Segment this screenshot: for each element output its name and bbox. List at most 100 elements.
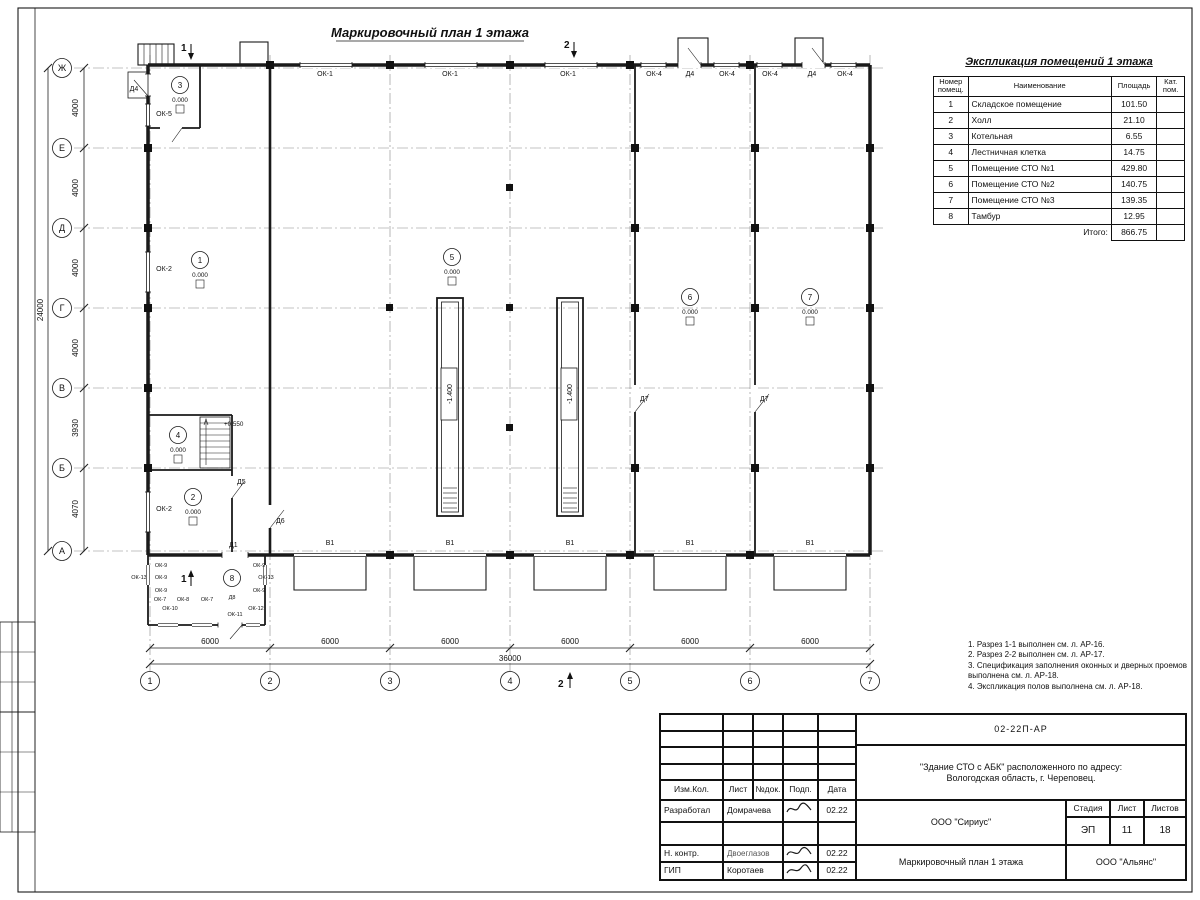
name-ncontrol: Двоеглазов (723, 845, 783, 862)
window-label: ОК-4 (762, 71, 778, 78)
door-label: Д1 (229, 542, 238, 549)
window-label: ОК-12 (248, 606, 263, 612)
axis-col-label: 7 (867, 676, 872, 686)
schedule-total-label: Итого: (933, 223, 1112, 240)
room-elevation: 0.000 (185, 509, 201, 516)
col-header-list: Лист (723, 780, 753, 800)
schedule-header-name: Наименование (967, 76, 1112, 97)
room-num: 5 (933, 159, 969, 177)
room-elevation: 0.000 (444, 269, 460, 276)
schedule-total-value: 866.75 (1110, 223, 1158, 241)
section-mark-2: 2 (558, 679, 564, 690)
room-num: 2 (933, 111, 969, 129)
bottom-dimensions: 6000 6000 6000 6000 6000 6000 36000 (145, 637, 875, 669)
signature-ncontrol (783, 845, 818, 862)
room-cat (1156, 111, 1185, 129)
room-elevation: 0.000 (192, 272, 208, 279)
schedule-total-row: Итого: 866.75 (933, 223, 1185, 241)
room-elevation: 0.000 (172, 97, 188, 104)
room-cat (1156, 127, 1185, 145)
date-developer: 02.22 (818, 800, 856, 822)
note-item: 2. Разрез 2-2 выполнен см. л. АР-17. (968, 650, 1105, 660)
schedule-header-area: Площадь (1110, 76, 1158, 97)
axis-col-label: 6 (747, 676, 752, 686)
door-label: Д4 (808, 71, 817, 78)
dim-total-label: 36000 (499, 654, 522, 663)
room-cat (1156, 95, 1185, 113)
door-label: Д7 (760, 396, 769, 403)
window-label: ОК-4 (719, 71, 735, 78)
pit-elevation-label: -1.400 (447, 384, 454, 404)
sheet-value: 11 (1110, 817, 1144, 845)
grid-axes (55, 55, 885, 672)
schedule-header-num: Номер помещ. (933, 76, 969, 97)
room-number: 5 (450, 253, 455, 262)
room-name: Лестничная клетка (967, 143, 1112, 161)
schedule-header-cat: Кат. пом. (1156, 76, 1185, 97)
room-area: 6.55 (1110, 127, 1158, 145)
signature-icon (786, 864, 812, 874)
window-label: ОК-7 (201, 597, 213, 603)
room-number: 3 (178, 81, 183, 90)
room-elevation: 0.000 (802, 309, 818, 316)
dim-label: 4000 (71, 99, 80, 117)
section-mark-2: 2 (564, 40, 570, 51)
title-block: Изм.Кол. Лист №док. Подп. Дата Разработа… (659, 713, 1187, 881)
room-area: 140.75 (1110, 175, 1158, 193)
titleblock-revision-grid (660, 714, 856, 780)
date-ncontrol: 02.22 (818, 845, 856, 862)
wall-openings (127, 47, 857, 640)
note-item: 4. Экспликация полов выполнена см. л. АР… (968, 681, 1143, 691)
room-name: Тамбур (967, 207, 1112, 225)
dim-label: 3930 (71, 419, 80, 437)
signature-developer (783, 800, 818, 822)
role-developer: Разработал (660, 800, 723, 822)
dim-label: 6000 (801, 637, 819, 646)
axis-row-label: Г (60, 303, 65, 313)
signature-gip (783, 862, 818, 880)
room-num: 8 (933, 207, 969, 225)
pit-elevation-label: -1.400 (567, 384, 574, 404)
window-label: ОК-4 (837, 71, 853, 78)
drawing-title: Маркировочный план 1 этажа (856, 845, 1066, 880)
org-alyans: ООО "Альянс" (1066, 845, 1186, 880)
window-label: ОК-9 (253, 563, 265, 569)
axis-col-label: 3 (387, 676, 392, 686)
window-label: ОК-2 (156, 506, 172, 513)
axis-col-label: 1 (147, 676, 152, 686)
dim-label: 4000 (71, 259, 80, 277)
dim-label: 4000 (71, 339, 80, 357)
room-number: 4 (176, 431, 181, 440)
date-gip: 02.22 (818, 862, 856, 880)
staircase (199, 416, 231, 469)
room-cat (1156, 159, 1185, 177)
walls (146, 63, 872, 626)
room-elevation: 0.000 (170, 447, 186, 454)
door-label: Д6 (276, 518, 285, 525)
sheet-header: Лист (1110, 800, 1144, 817)
name-developer: Домрачева (723, 800, 783, 822)
signature-icon (786, 802, 812, 813)
stair-elevation-label: +0.550 (224, 421, 244, 428)
window-label: ОК-7 (154, 597, 166, 603)
room-num: 7 (933, 191, 969, 209)
room-area: 101.50 (1110, 95, 1158, 113)
empty-row-cell (783, 822, 818, 845)
dim-label: 4070 (71, 500, 80, 518)
section-mark-1: 1 (181, 574, 187, 585)
window-label: ОК-9 (155, 563, 167, 569)
gate-label: В1 (326, 540, 335, 547)
room-elevation: 0.000 (682, 309, 698, 316)
room-name: Котельная (967, 127, 1112, 145)
section-mark-1: 1 (181, 43, 187, 54)
room-name: Помещение СТО №3 (967, 191, 1112, 209)
axis-row-label: Б (59, 463, 65, 473)
room-num: 1 (933, 95, 969, 113)
gate-label: В1 (686, 540, 695, 547)
col-header-izm: Изм.Кол. (660, 780, 723, 800)
dim-label: 6000 (681, 637, 699, 646)
